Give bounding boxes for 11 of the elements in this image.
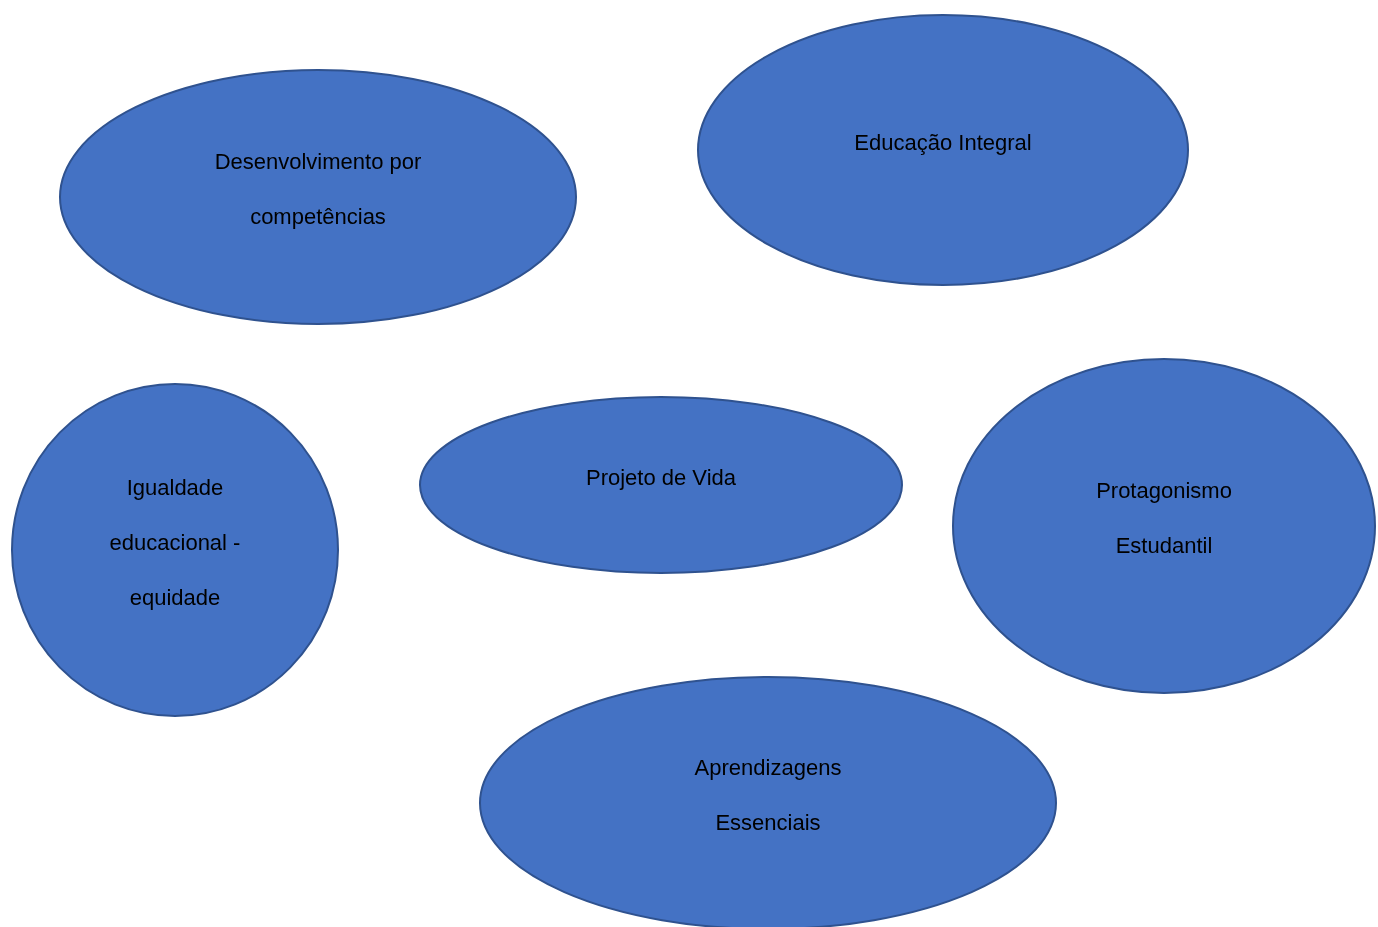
topic-ellipse — [697, 14, 1189, 286]
topic-ellipse — [59, 69, 577, 325]
topic-ellipse — [952, 358, 1376, 694]
topic-label: Projeto de Vida — [584, 463, 737, 492]
topic-label: Aprendizagens Essenciais — [693, 754, 843, 837]
topic-ellipse — [11, 383, 339, 717]
topic-label: Educação Integral — [853, 128, 1033, 157]
topic-label: Protagonismo Estudantil — [1095, 477, 1233, 560]
topic-label: Igualdade educacional - equidade — [108, 473, 242, 612]
topic-ellipse — [419, 396, 903, 574]
topic-label: Desenvolvimento por competências — [213, 148, 423, 231]
